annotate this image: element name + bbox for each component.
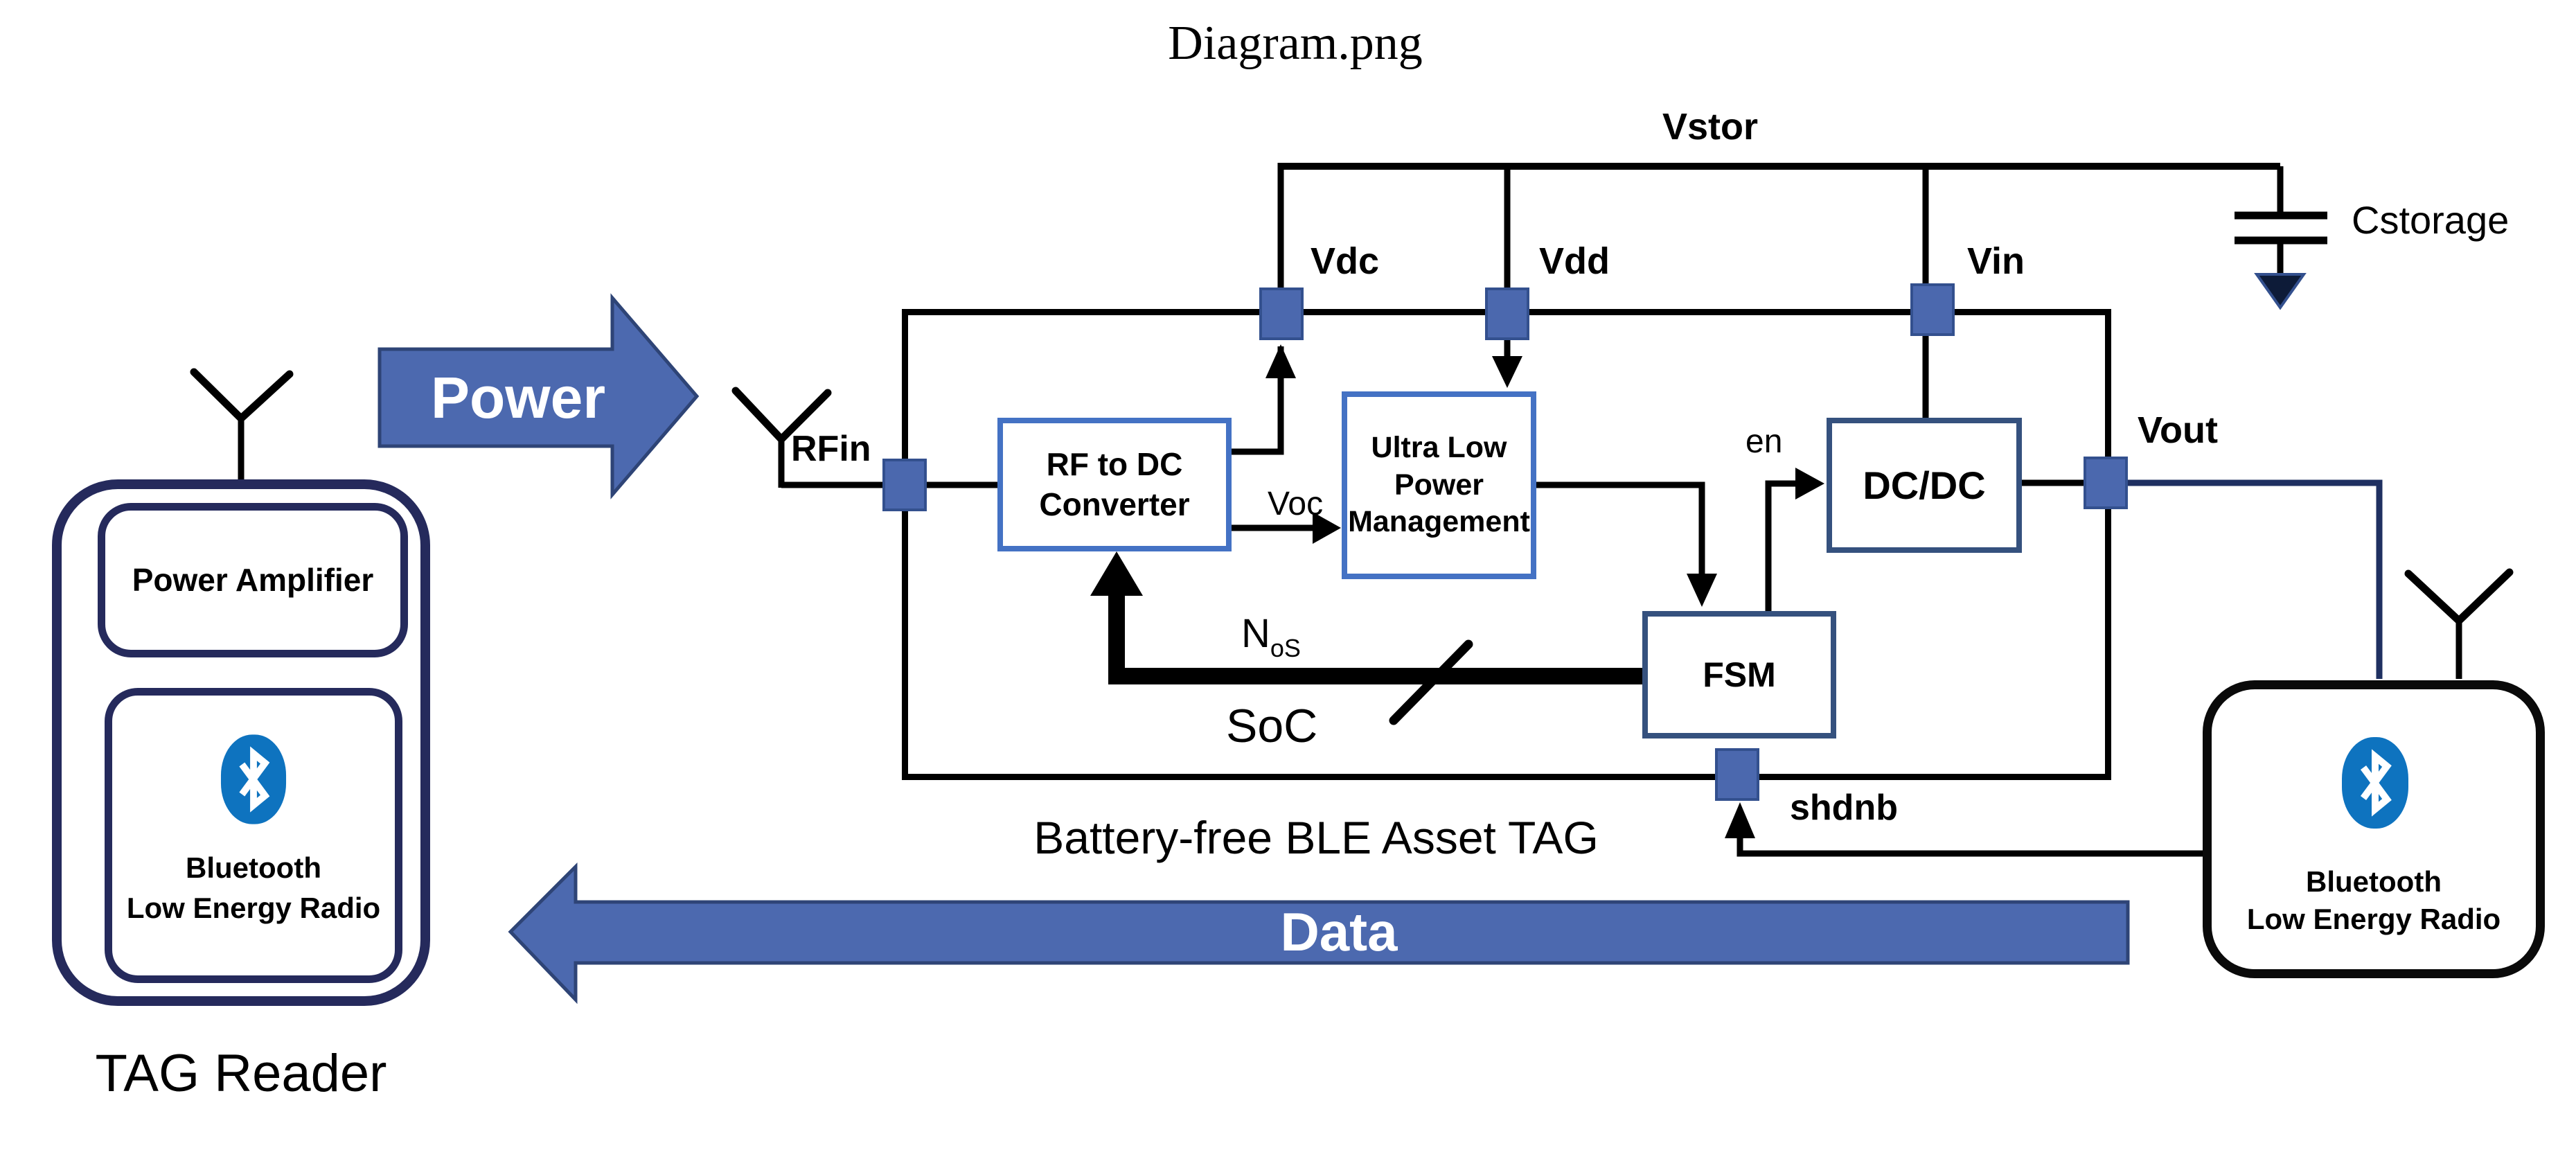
shdnb-wire [1736,837,2203,857]
vdc-port [1259,288,1304,340]
data-arrow-icon [508,862,2130,1005]
nos-bus-wire [1108,593,1642,684]
vout-port [2084,457,2128,509]
ulpm-label-line2: Power [1394,468,1484,502]
fsm-in-arrowhead [1687,574,1717,607]
power-amplifier-label: Power Amplifier [132,561,374,598]
tag-reader-label: TAG Reader [95,1044,387,1103]
rfin-label: RFin [791,429,871,469]
vout-trace-wire [2126,479,2383,679]
bus-slash-icon [1389,639,1473,725]
power-arrow-label: Power [430,365,606,430]
rfin-antenna-icon [731,387,832,443]
vdd-arrowhead [1492,356,1522,388]
cstorage-label: Cstorage [2352,198,2510,242]
power-arrow-icon [377,293,700,499]
vdd-port [1485,288,1529,340]
shdnb-port [1715,748,1759,801]
power-amplifier-block: Power Amplifier [98,503,408,657]
rfin-port [882,459,927,511]
ble-radio-box [2203,680,2545,978]
ulpm-to-fsm-wire [1534,481,1705,575]
rfdc-to-vdc-wire [1230,346,1284,455]
reader-ble-label-line2: Low Energy Radio [126,892,381,924]
vin-label: Vin [1967,240,2025,282]
vdc-label: Vdc [1311,240,1380,282]
shdnb-arrowhead [1725,802,1755,838]
soc-label: SoC [1226,700,1318,752]
rf-to-dc-block: RF to DC Converter [997,418,1232,551]
rfdc-label-line2: Converter [1039,486,1190,522]
ulpm-label-line1: Ultra Low [1371,430,1507,464]
reader-ble-block [105,688,402,983]
vin-port [1910,283,1955,336]
data-arrow-label: Data [1280,901,1398,962]
reader-ble-label-line1: Bluetooth [186,851,321,884]
shdnb-label: shdnb [1790,788,1898,828]
fsm-label: FSM [1703,655,1776,694]
nos-label: NoS [1241,614,1301,661]
ulpm-block: Ultra Low Power Management [1342,391,1536,579]
bluetooth-icon [2337,736,2413,833]
fsm-block: FSM [1642,611,1836,738]
soc-caption: Battery-free BLE Asset TAG [1033,812,1599,863]
vout-label: Vout [2138,409,2218,451]
ble-radio-label-line2: Low Energy Radio [2246,903,2501,935]
reader-antenna-icon [190,368,294,423]
en-arrowhead [1795,468,1824,499]
vdc-up-arrowhead [1265,344,1296,378]
voc-label: Voc [1268,486,1324,522]
ble-radio-label-line1: Bluetooth [2306,865,2442,898]
voc-arrowhead [1313,512,1341,544]
vstor-label: Vstor [1662,106,1759,148]
dcdc-block: DC/DC [1827,418,2022,553]
vdd-label: Vdd [1539,240,1610,282]
nos-label-base: N [1241,611,1270,656]
nos-arrowhead [1090,551,1143,596]
rfdc-label-line1: RF to DC [1046,446,1183,482]
ulpm-label-line3: Management [1348,505,1530,539]
page-title: Diagram.png [1168,17,1423,70]
en-wire [1765,480,1797,612]
bluetooth-icon [220,733,287,829]
en-label: en [1746,423,1783,460]
nos-label-subscript: oS [1270,634,1301,662]
ground-symbol [2254,273,2307,310]
dcdc-label: DC/DC [1863,463,1986,507]
ble-antenna-icon [2404,568,2514,625]
